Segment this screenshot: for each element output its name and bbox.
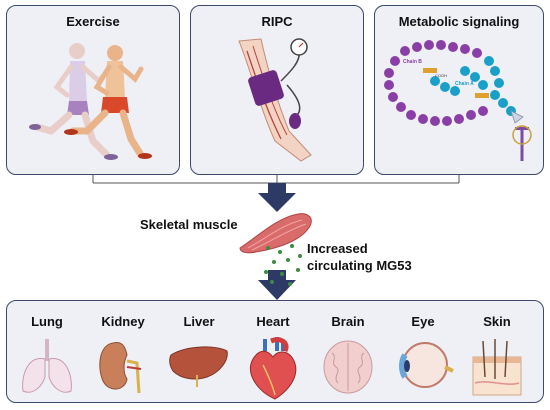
organ-heart: Heart — [238, 300, 308, 401]
liver-icon — [169, 346, 228, 387]
metabolic-title: Metabolic signaling — [398, 14, 520, 29]
metabolic-panel: Metabolic signaling Chain B Chain A COOH — [374, 5, 544, 175]
organ-skin: Skin — [462, 300, 532, 397]
organ-label-skin: Skin — [483, 314, 511, 329]
muscle-illustration — [239, 213, 312, 254]
chain-b-label: Chain B — [403, 59, 422, 65]
organ-label-kidney: Kidney — [101, 314, 145, 329]
circulating-line2: circulating MG53 — [307, 258, 412, 273]
organ-liver: Liver — [164, 300, 234, 397]
heart-icon — [250, 337, 297, 400]
insulin-molecule-illustration: Chain B Chain A COOH — [384, 40, 532, 161]
organ-label-brain: Brain — [331, 314, 365, 329]
skin-icon — [472, 339, 522, 396]
brain-icon — [323, 340, 373, 394]
organ-label-eye: Eye — [411, 314, 435, 329]
skeletal-muscle-label: Skeletal muscle — [140, 217, 238, 232]
circulating-line1: Increased — [307, 241, 368, 256]
kidney-icon — [99, 342, 142, 394]
arm-cuff-illustration — [238, 38, 312, 162]
mg53-dots — [264, 244, 302, 286]
eye-icon — [399, 342, 454, 388]
chain-a-label: Chain A — [455, 81, 474, 87]
ripc-panel: RIPC — [190, 5, 364, 175]
organ-label-liver: Liver — [183, 314, 215, 329]
organ-label-lung: Lung — [31, 314, 63, 329]
ripc-title: RIPC — [261, 14, 293, 29]
organ-brain: Brain — [313, 300, 383, 397]
cooh-label: COOH — [435, 73, 447, 78]
runners-illustration — [29, 43, 152, 160]
organ-label-heart: Heart — [256, 314, 290, 329]
exercise-panel: Exercise — [6, 5, 180, 175]
organ-eye: Eye — [388, 300, 458, 397]
organ-lung: Lung — [12, 300, 82, 397]
exercise-title: Exercise — [66, 14, 120, 29]
organ-kidney: Kidney — [88, 300, 158, 397]
lung-icon — [22, 339, 72, 393]
